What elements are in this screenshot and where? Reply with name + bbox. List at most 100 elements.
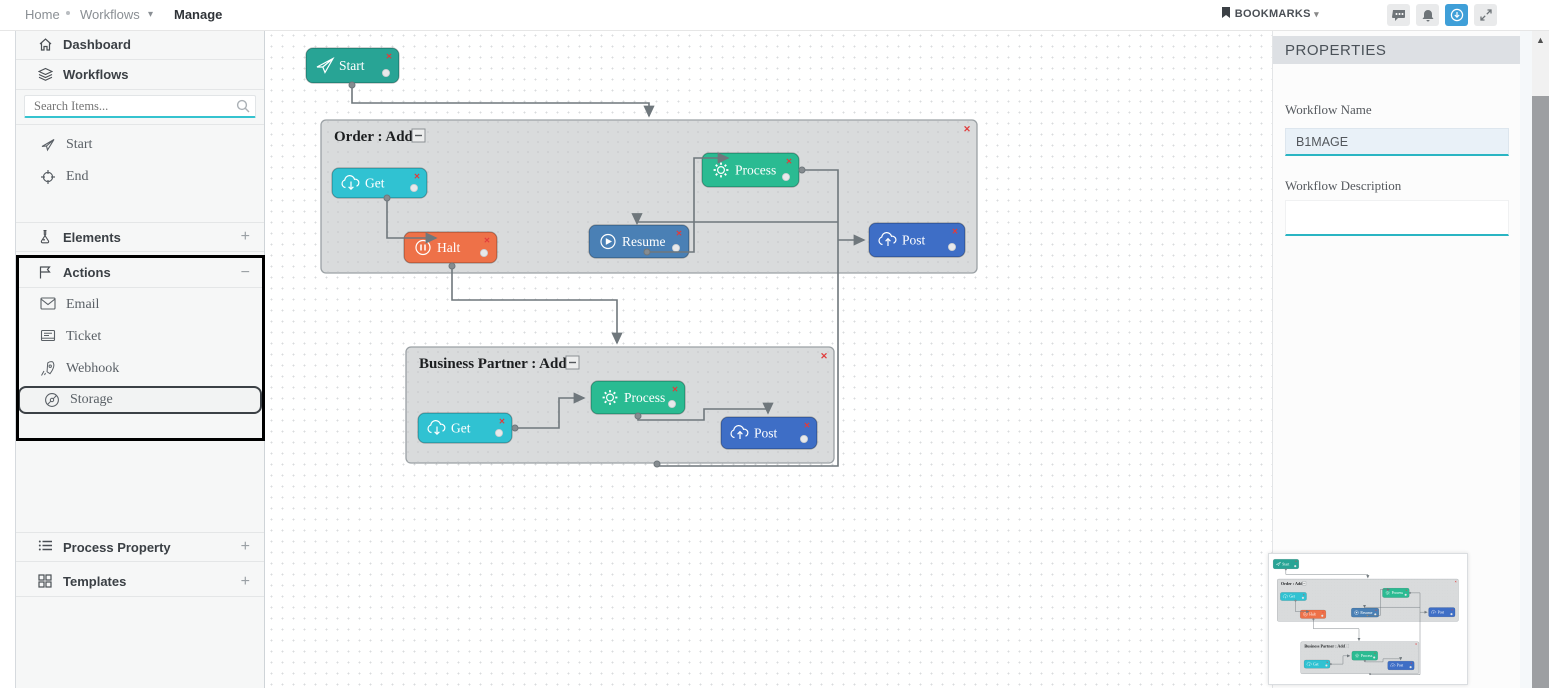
workflow-name-input[interactable] xyxy=(1285,128,1509,156)
rocket-icon xyxy=(40,361,56,377)
node-port-handle[interactable] xyxy=(800,434,809,443)
palette-item-end[interactable]: End xyxy=(16,163,264,191)
workflow-canvas[interactable]: Order : Add✕Business Partner : Add✕Start… xyxy=(266,30,1272,688)
section-elements[interactable]: Elements + xyxy=(16,222,264,252)
node-bp-get[interactable]: Get ✕ xyxy=(417,412,513,444)
node-port-handle[interactable] xyxy=(667,399,676,408)
workflow-description-label: Workflow Description xyxy=(1285,178,1402,193)
flask-icon xyxy=(38,229,54,245)
node-label: Get xyxy=(451,421,471,436)
section-templates[interactable]: Templates + xyxy=(16,567,264,597)
action-item-ticket[interactable]: Ticket xyxy=(16,323,264,351)
elements-label: Elements xyxy=(63,229,121,245)
top-bar: Home Workflows ▾ Manage BOOKMARKS ▾ xyxy=(0,0,1549,31)
delete-node-icon[interactable]: ✕ xyxy=(484,236,491,245)
action-item-email[interactable]: Email xyxy=(16,291,264,319)
gear-icon xyxy=(602,390,618,405)
breadcrumb-home[interactable]: Home xyxy=(25,7,60,22)
notifications-button[interactable] xyxy=(1416,4,1439,26)
delete-group-icon[interactable]: ✕ xyxy=(963,124,971,134)
sidebar-item-workflows[interactable]: Workflows xyxy=(16,60,264,90)
scrollbar-thumb[interactable] xyxy=(1532,96,1549,688)
chat-button[interactable] xyxy=(1387,4,1410,26)
flag-icon xyxy=(38,265,54,281)
bookmarks-menu[interactable]: BOOKMARKS ▾ xyxy=(1221,7,1319,20)
delete-group-icon[interactable]: ✕ xyxy=(820,351,828,361)
sidebar: Dashboard Workflows Start End Elements +… xyxy=(15,30,265,688)
connector-dot[interactable] xyxy=(798,166,806,174)
elements-expand-icon[interactable]: + xyxy=(240,228,250,245)
action-item-webhook[interactable]: Webhook xyxy=(16,355,264,383)
panel-gutter xyxy=(1520,30,1532,688)
delete-node-icon[interactable]: ✕ xyxy=(676,229,683,238)
connection-edge xyxy=(631,213,838,226)
delete-node-icon[interactable]: ✕ xyxy=(672,385,679,394)
node-order-post[interactable]: Post✕ xyxy=(868,222,966,258)
node-bp-process[interactable]: Process ✕ xyxy=(590,380,686,415)
node-port-handle[interactable] xyxy=(409,183,418,192)
connector-dot[interactable] xyxy=(511,424,519,432)
home-icon xyxy=(38,37,54,53)
actions-label: Actions xyxy=(63,265,111,280)
search-input[interactable] xyxy=(24,95,256,118)
node-label: Process xyxy=(624,390,665,405)
search-icon[interactable] xyxy=(236,99,250,118)
connector-dot[interactable] xyxy=(653,460,661,468)
sidebar-item-dashboard[interactable]: Dashboard xyxy=(16,30,264,60)
connector-dot[interactable] xyxy=(383,194,391,202)
download-circle-icon xyxy=(1450,8,1463,22)
cloud-down-icon xyxy=(427,420,446,436)
section-actions[interactable]: Actions − xyxy=(16,258,264,288)
download-button[interactable] xyxy=(1445,4,1468,26)
node-port-handle[interactable] xyxy=(782,172,791,181)
section-process-property[interactable]: Process Property + xyxy=(16,532,264,562)
chevron-down-icon[interactable]: ▾ xyxy=(148,9,154,20)
actions-collapse-icon[interactable]: − xyxy=(240,263,250,281)
node-bp-post[interactable]: Post✕ xyxy=(720,416,818,450)
connector-dot[interactable] xyxy=(643,248,651,256)
cloud-up-icon xyxy=(878,232,897,246)
paper-plane-icon xyxy=(316,56,335,74)
delete-node-icon[interactable]: ✕ xyxy=(786,157,793,166)
minimap[interactable] xyxy=(1268,553,1468,685)
chat-icon xyxy=(1391,10,1405,21)
node-order-resume[interactable]: Resume ✕ xyxy=(588,224,690,259)
node-label: Start xyxy=(339,58,365,73)
connector-dot[interactable] xyxy=(634,412,642,420)
workflow-description-input[interactable] xyxy=(1285,200,1509,236)
node-label: Get xyxy=(365,176,385,191)
start-label: Start xyxy=(66,137,93,152)
node-port-handle[interactable] xyxy=(671,243,680,252)
workflows-label: Workflows xyxy=(63,67,129,82)
scroll-up-arrow-icon[interactable]: ▲ xyxy=(1536,35,1545,45)
node-order-halt[interactable]: Halt✕ xyxy=(403,231,498,264)
node-label: Resume xyxy=(622,234,666,249)
node-port-handle[interactable] xyxy=(479,248,488,257)
dashboard-label: Dashboard xyxy=(63,37,131,52)
node-port-handle[interactable] xyxy=(948,242,957,251)
node-start[interactable]: Start ✕ xyxy=(305,47,400,84)
connector-dot[interactable] xyxy=(448,262,456,270)
delete-node-icon[interactable]: ✕ xyxy=(804,421,811,430)
delete-node-icon[interactable]: ✕ xyxy=(952,227,959,236)
breadcrumb-workflows[interactable]: Workflows xyxy=(80,7,140,22)
node-port-handle[interactable] xyxy=(382,69,391,78)
node-order-get[interactable]: Get ✕ xyxy=(331,167,428,199)
connector-dot[interactable] xyxy=(348,81,356,89)
templates-expand-icon[interactable]: + xyxy=(240,572,250,590)
webhook-label: Webhook xyxy=(66,361,120,376)
target-icon xyxy=(40,169,56,185)
vertical-scrollbar[interactable]: ▲ xyxy=(1532,30,1549,688)
expand-arrows-icon xyxy=(1479,9,1492,21)
action-item-storage[interactable]: Storage xyxy=(18,386,262,414)
node-port-handle[interactable] xyxy=(494,428,503,437)
delete-node-icon[interactable]: ✕ xyxy=(499,417,506,426)
paper-plane-icon xyxy=(40,137,56,153)
process-property-expand-icon[interactable]: + xyxy=(240,538,250,555)
ticket-icon xyxy=(40,329,56,345)
palette-item-start[interactable]: Start xyxy=(16,131,264,159)
delete-node-icon[interactable]: ✕ xyxy=(386,52,393,61)
fullscreen-button[interactable] xyxy=(1474,4,1497,26)
delete-node-icon[interactable]: ✕ xyxy=(414,172,421,181)
breadcrumb-manage: Manage xyxy=(174,7,223,22)
